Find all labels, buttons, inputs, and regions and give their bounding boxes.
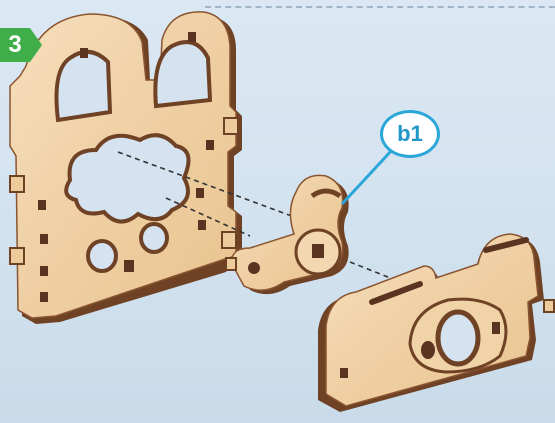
right-bracket <box>318 234 554 412</box>
callout-leader-line <box>342 150 392 204</box>
part-callout-label: b1 <box>383 113 437 155</box>
step-badge: 3 <box>0 28 44 62</box>
part-callout: b1 <box>380 110 440 158</box>
left-plate <box>10 12 242 324</box>
b1-lever-part <box>226 175 349 294</box>
step-number: 3 <box>0 28 30 62</box>
